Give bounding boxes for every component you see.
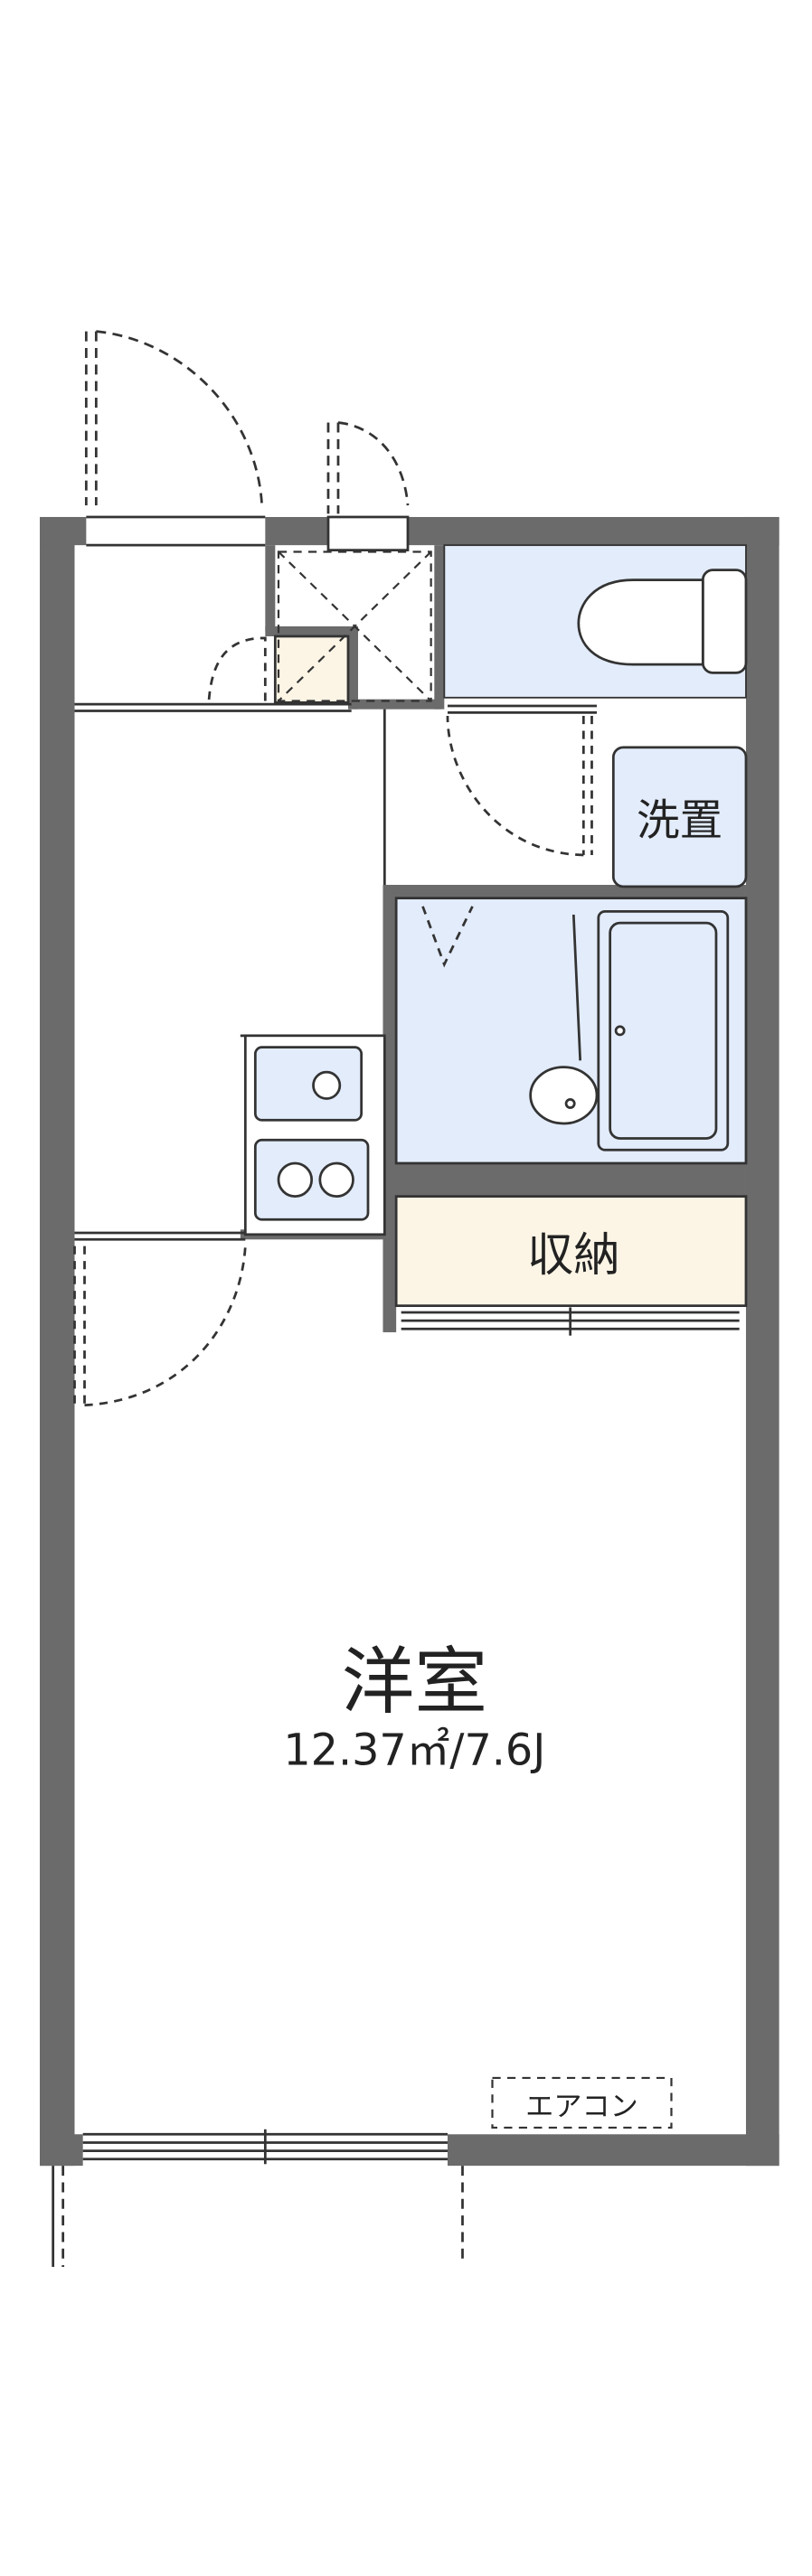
wall-bottom-left xyxy=(39,2134,83,2167)
aircon-box xyxy=(491,2076,673,2129)
aircon-label: エアコン xyxy=(525,2091,638,2123)
meter-box xyxy=(326,421,410,552)
outer-walls xyxy=(39,516,779,2167)
room-name: 洋室 xyxy=(342,1640,487,1725)
washer-space xyxy=(611,746,748,888)
interior-walls xyxy=(240,545,746,1332)
storage-floor xyxy=(394,1195,748,1308)
storage-sliding-doors xyxy=(401,1307,740,1336)
entry-door-swing xyxy=(207,636,267,701)
wall-wc-bottom-a xyxy=(347,699,441,710)
wall-top-left xyxy=(39,516,87,546)
wall-bottom-right xyxy=(447,2134,779,2167)
wall-shoebox-side xyxy=(347,625,358,710)
wall-bath-bottom xyxy=(384,1162,746,1197)
room-door-swing xyxy=(73,1246,247,1407)
wall-bath-frame-left xyxy=(382,884,397,1332)
wall-bath-frame-top xyxy=(384,884,746,898)
wall-wc-side xyxy=(434,545,445,710)
washbasin-icon xyxy=(529,914,599,1125)
washer-label: 洗置 xyxy=(637,796,722,846)
balcony-window xyxy=(52,2129,464,2267)
toilet-icon xyxy=(577,569,748,674)
floor-hatch xyxy=(277,550,432,702)
bathtub-icon xyxy=(597,909,730,1152)
wall-entry-partition xyxy=(265,545,276,632)
storage-label: 収納 xyxy=(527,1228,620,1283)
kitchen-counter xyxy=(243,1034,386,1236)
wc-door-swing xyxy=(446,715,593,857)
room-size: 12.37㎡/7.6J xyxy=(283,1725,545,1775)
sink-icon xyxy=(253,1046,364,1122)
wall-top-mid xyxy=(265,516,328,546)
wall-top-right xyxy=(407,516,779,546)
wall-left xyxy=(39,516,75,2167)
bathroom-door-swing xyxy=(421,906,474,968)
wall-right xyxy=(745,516,779,2167)
wall-entry-ledge xyxy=(265,625,358,636)
entrance-door xyxy=(84,330,266,547)
